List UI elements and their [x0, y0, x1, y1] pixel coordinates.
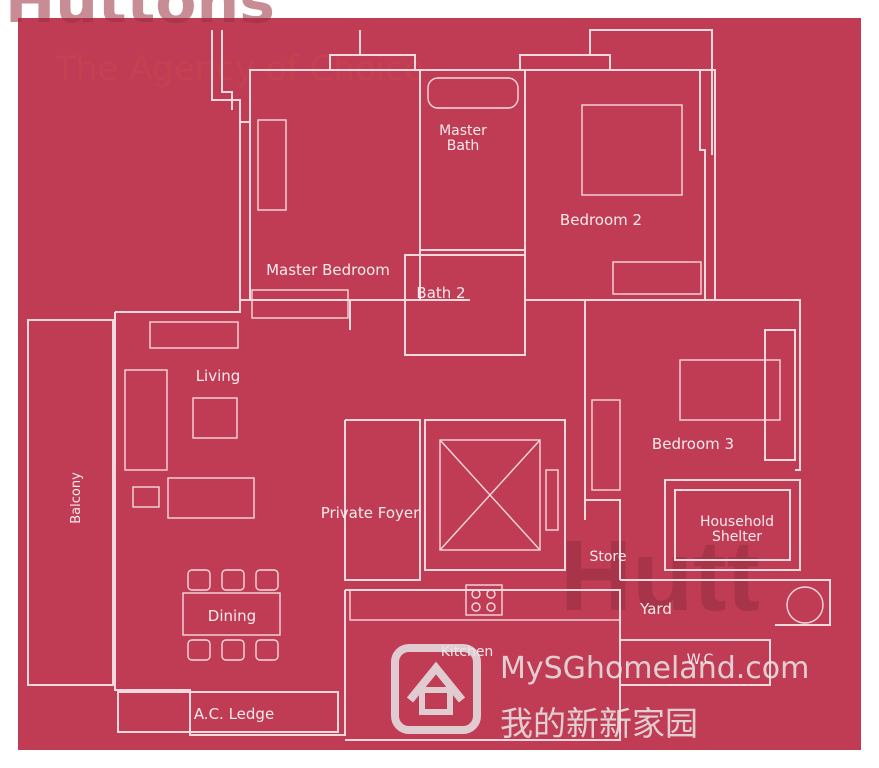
dining-label: Dining — [208, 607, 256, 625]
household-shelter-label-line1: Household — [700, 514, 774, 530]
household-shelter-label-line2: Shelter — [712, 529, 762, 545]
ac-ledge-label: A.C. Ledge — [194, 705, 274, 723]
living-label: Living — [196, 367, 241, 385]
yard-label: Yard — [639, 600, 672, 618]
site-watermark: MySGhomeland.com — [500, 651, 809, 686]
wc-label: W.C — [687, 652, 714, 668]
home-logo-icon — [391, 644, 481, 734]
plan-background — [18, 18, 861, 750]
private-foyer-label: Private Foyer — [321, 504, 420, 522]
bedroom-2-label: Bedroom 2 — [560, 211, 642, 229]
master-bath-label-line2: Bath — [447, 138, 480, 154]
walls — [27, 29, 831, 741]
bath-2-label: Bath 2 — [416, 284, 465, 302]
master-bath-label-line1: Master — [439, 123, 487, 139]
site-watermark-cn: 我的新新家园 — [500, 704, 698, 743]
balcony-label: Balcony — [69, 472, 84, 524]
bedroom-3-label: Bedroom 3 — [652, 435, 734, 453]
store-label: Store — [589, 549, 626, 565]
agency-watermark-top: Huttons — [5, 0, 275, 37]
plan-background-top — [210, 18, 720, 108]
master-bedroom-label: Master Bedroom — [266, 261, 390, 279]
agency-watermark-right: Hutt — [560, 520, 760, 632]
